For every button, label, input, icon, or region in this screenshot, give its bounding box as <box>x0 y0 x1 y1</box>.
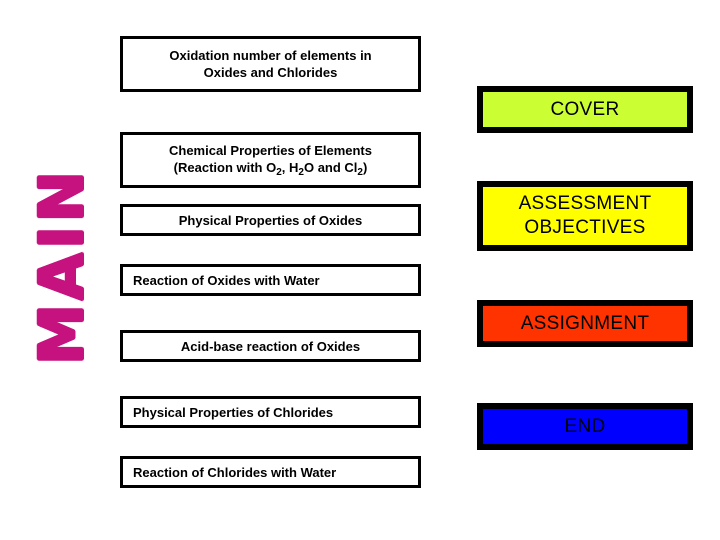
nav-button-end[interactable]: END <box>477 403 693 450</box>
nav-button-assessment-objectives[interactable]: ASSESSMENT OBJECTIVES <box>477 181 693 251</box>
topic-box-acid-base-reaction-oxides[interactable]: Acid-base reaction of Oxides <box>120 330 421 362</box>
nav-button-label: COVER <box>550 98 620 120</box>
topic-label: Oxidation number of elements in Oxides a… <box>169 48 372 80</box>
nav-button-cover[interactable]: COVER <box>477 86 693 133</box>
nav-button-label: END <box>564 415 606 437</box>
topic-box-physical-properties-oxides[interactable]: Physical Properties of Oxides <box>120 204 421 236</box>
topic-label: Acid-base reaction of Oxides <box>180 338 361 354</box>
topic-formula: (Reaction with O2, H2O and Cl2) <box>173 160 368 178</box>
topic-box-chemical-properties[interactable]: Chemical Properties of Elements (Reactio… <box>120 132 421 188</box>
topic-label: Reaction of Chlorides with Water <box>133 464 337 480</box>
topic-box-physical-properties-chlorides[interactable]: Physical Properties of Chlorides <box>120 396 421 428</box>
nav-button-assignment[interactable]: ASSIGNMENT <box>477 300 693 347</box>
topic-box-reaction-oxides-water[interactable]: Reaction of Oxides with Water <box>120 264 421 296</box>
nav-button-label: ASSIGNMENT <box>520 312 650 334</box>
topic-label: Physical Properties of Chlorides <box>133 404 334 420</box>
topic-label: Reaction of Oxides with Water <box>133 272 320 288</box>
topic-label: Physical Properties of Oxides <box>178 212 363 228</box>
topic-label: Chemical Properties of Elements (Reactio… <box>168 143 372 178</box>
nav-button-label: ASSESSMENT OBJECTIVES <box>518 193 652 238</box>
topic-box-reaction-chlorides-water[interactable]: Reaction of Chlorides with Water <box>120 456 421 488</box>
topic-box-oxidation-number[interactable]: Oxidation number of elements in Oxides a… <box>120 36 421 92</box>
section-label-main: MAIN <box>26 167 98 365</box>
